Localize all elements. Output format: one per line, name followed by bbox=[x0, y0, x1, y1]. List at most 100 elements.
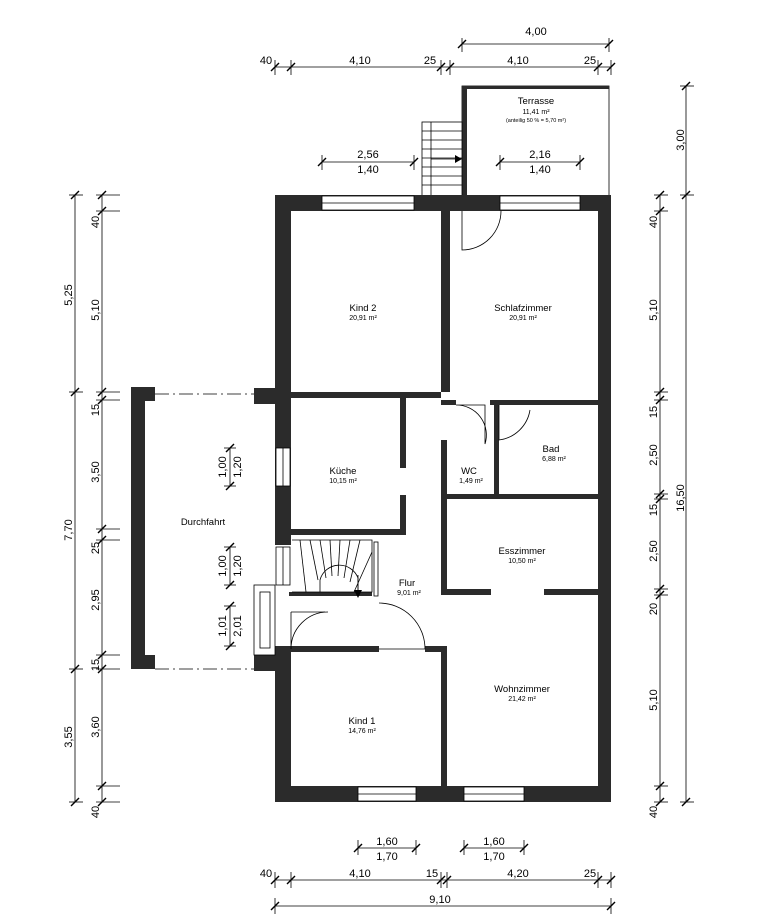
door-entrance bbox=[290, 611, 329, 650]
dim-right-total: 16,50 bbox=[675, 484, 687, 512]
wall-west-lower bbox=[275, 646, 291, 802]
dim-top-e: 25 bbox=[584, 55, 596, 67]
dim-right-g: 20 bbox=[648, 603, 660, 615]
entrance-step bbox=[253, 584, 276, 656]
dim-win-left-3a: 1,01 bbox=[217, 615, 229, 636]
label-durchfahrt: Durchfahrt bbox=[181, 517, 226, 528]
room-labels: Terrasse 11,41 m² (anteilig 50 % = 5,70 … bbox=[181, 96, 567, 735]
dim-right-c: 15 bbox=[648, 406, 660, 418]
dim-right-f: 2,50 bbox=[648, 540, 660, 561]
label-wohnzimmer: Wohnzimmer bbox=[494, 684, 550, 695]
dim-bot-total: 9,10 bbox=[429, 894, 450, 906]
area-kind2: 20,91 m² bbox=[349, 315, 377, 322]
wall-wc-north bbox=[441, 400, 456, 405]
durchfahrt-area bbox=[131, 387, 254, 670]
dim-win-bot-right-2: 1,70 bbox=[483, 851, 504, 863]
stair-rail bbox=[373, 541, 379, 597]
dim-left-d: 3,50 bbox=[90, 461, 102, 482]
dim-left-i: 40 bbox=[90, 806, 102, 818]
dim-right-b: 5,10 bbox=[648, 299, 660, 320]
dim-win-top-left-1: 2,56 bbox=[357, 149, 378, 161]
area-esszimmer: 10,50 m² bbox=[508, 558, 536, 565]
dim-bot-e: 25 bbox=[584, 868, 596, 880]
wall-flur-south-right bbox=[425, 646, 447, 652]
dim-right-terrace: 3,00 bbox=[675, 129, 687, 150]
dim-top-total: 4,00 bbox=[525, 26, 546, 38]
dims-top: 4,00 40 4,10 25 4,10 25 2,56 1,40 2,16 1… bbox=[260, 26, 616, 176]
wall-corner-top bbox=[254, 388, 291, 404]
dim-win-left-1a: 1,00 bbox=[217, 456, 229, 477]
note-terrasse: (anteilig 50 % = 5,70 m²) bbox=[506, 118, 566, 124]
wall-west-upper bbox=[275, 195, 291, 395]
dim-win-left-1b: 1,20 bbox=[232, 456, 244, 477]
dim-top-b: 4,10 bbox=[349, 55, 370, 67]
door-flur bbox=[378, 602, 426, 650]
dim-right-i: 40 bbox=[648, 806, 660, 818]
area-kind1: 14,76 m² bbox=[348, 728, 376, 735]
interior-stair bbox=[292, 539, 373, 598]
dim-top-a: 40 bbox=[260, 55, 272, 67]
label-terrasse: Terrasse bbox=[518, 96, 554, 107]
dim-left-a: 40 bbox=[90, 216, 102, 228]
dim-right-h: 5,10 bbox=[648, 689, 660, 710]
wall-bad-north bbox=[490, 400, 600, 405]
dim-left-f: 2,95 bbox=[90, 589, 102, 610]
interior-walls bbox=[289, 210, 601, 786]
dim-right-e: 15 bbox=[648, 504, 660, 516]
dim-top-c: 25 bbox=[424, 55, 436, 67]
dim-win-left-2a: 1,00 bbox=[217, 555, 229, 576]
wall-stair-south bbox=[289, 592, 372, 596]
dim-left-outer-1: 5,25 bbox=[63, 284, 75, 305]
wall-kueche-east bbox=[400, 398, 406, 468]
dim-top-d: 4,10 bbox=[507, 55, 528, 67]
dim-left-b: 5,10 bbox=[90, 299, 102, 320]
dim-right-a: 40 bbox=[648, 216, 660, 228]
door-wc bbox=[455, 404, 487, 445]
area-schlafzimmer: 20,91 m² bbox=[509, 315, 537, 322]
wall-ess-south-right bbox=[544, 589, 600, 595]
wall-wc-bad bbox=[494, 400, 499, 494]
label-wc: WC bbox=[461, 466, 477, 477]
wall-bad-south bbox=[441, 494, 601, 499]
dim-left-outer-2: 7,70 bbox=[63, 519, 75, 540]
dims-bottom: 1,60 1,70 1,60 1,70 40 4,10 15 4,20 25 9… bbox=[260, 836, 616, 914]
area-bad: 6,88 m² bbox=[542, 456, 566, 463]
wall-kueche-south bbox=[289, 529, 406, 535]
door-bad bbox=[498, 405, 531, 441]
terrace-wall bbox=[462, 86, 467, 196]
wall-ess-south-left bbox=[441, 589, 491, 595]
wall-kind1-wohn bbox=[441, 646, 447, 786]
wall-kind2-flur bbox=[339, 392, 441, 398]
area-terrasse: 11,41 m² bbox=[522, 109, 550, 116]
dim-win-bot-right-1: 1,60 bbox=[483, 836, 504, 848]
dim-win-bot-left-1: 1,60 bbox=[376, 836, 397, 848]
label-bad: Bad bbox=[543, 444, 560, 455]
label-kueche: Küche bbox=[330, 466, 357, 477]
dim-left-g: 15 bbox=[90, 659, 102, 671]
wall-flur-south bbox=[289, 646, 379, 652]
dims-right: 3,00 40 5,10 15 2,50 15 2,50 20 5,10 40 … bbox=[648, 81, 694, 818]
dim-win-top-right-2: 1,40 bbox=[529, 164, 550, 176]
area-flur: 9,01 m² bbox=[397, 590, 421, 597]
wall-wc-west bbox=[441, 440, 447, 494]
doors bbox=[290, 210, 531, 650]
label-kind2: Kind 2 bbox=[350, 303, 377, 314]
dim-bot-c: 15 bbox=[426, 868, 438, 880]
dim-win-top-left-2: 1,40 bbox=[357, 164, 378, 176]
dim-bot-a: 40 bbox=[260, 868, 272, 880]
dim-right-d: 2,50 bbox=[648, 444, 660, 465]
label-kind1: Kind 1 bbox=[349, 716, 376, 727]
dims-left: 5,25 7,70 3,55 40 5,10 15 3,50 25 2,95 1… bbox=[63, 190, 244, 818]
area-kueche: 10,15 m² bbox=[329, 478, 357, 485]
terrace-wall-top bbox=[462, 86, 609, 89]
dim-win-left-2b: 1,20 bbox=[232, 555, 244, 576]
windows bbox=[275, 195, 581, 802]
terrace-stairs bbox=[421, 121, 463, 197]
terrace bbox=[421, 85, 610, 197]
wall-east bbox=[598, 195, 611, 802]
wall-kueche-east-lower bbox=[400, 495, 406, 535]
dim-win-left-3b: 2,01 bbox=[232, 615, 244, 636]
label-flur: Flur bbox=[399, 578, 415, 589]
dim-left-c: 15 bbox=[90, 404, 102, 416]
